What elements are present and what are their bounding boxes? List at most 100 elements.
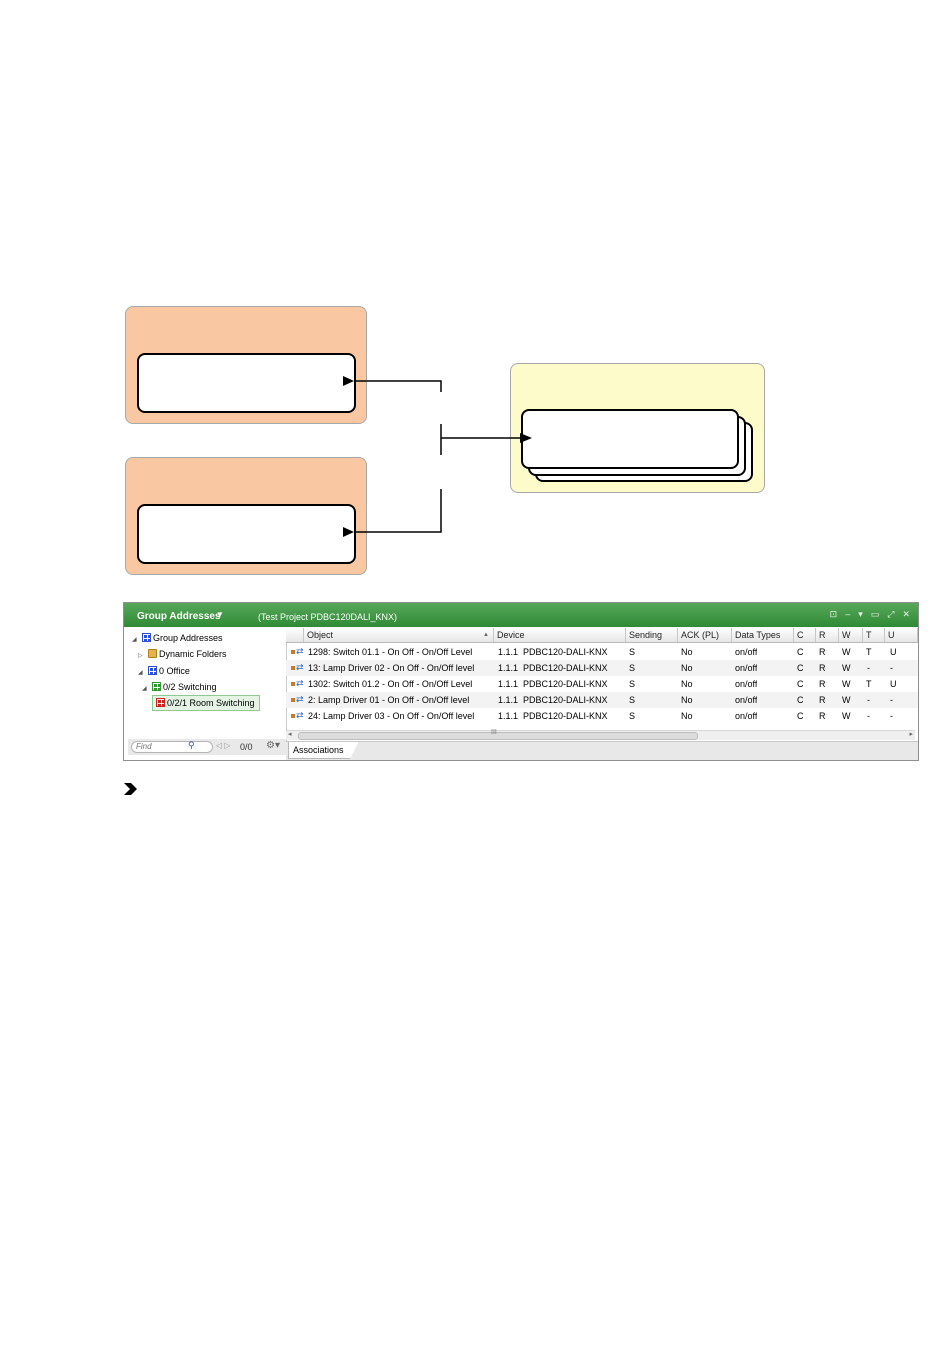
cell-t: - <box>867 663 870 673</box>
cell-data-type: on/off <box>735 679 758 689</box>
column-header-t[interactable]: T <box>863 628 885 643</box>
cell-t: - <box>867 695 870 705</box>
expander-icon[interactable]: ◢ <box>132 637 137 643</box>
cell-sending: S <box>629 663 636 673</box>
cell-device: PDBC120-DALI-KNX <box>523 679 608 689</box>
cell-u: - <box>890 711 893 721</box>
cell-t: - <box>867 711 870 721</box>
tree-item-switching[interactable]: ◢0/2 Switching <box>142 680 217 694</box>
tree-item-label: 0 Office <box>159 666 190 676</box>
cell-sending: S <box>629 679 636 689</box>
cell-u: U <box>890 679 897 689</box>
column-header-sending[interactable]: Sending <box>626 628 678 643</box>
restore-icon[interactable]: ▭ <box>870 609 880 619</box>
scroll-left-icon[interactable]: ◂ <box>288 731 292 738</box>
find-count: 0/0 <box>240 742 253 752</box>
window-title: Group Addresses <box>137 611 221 622</box>
cell-u: - <box>890 663 893 673</box>
cell-ack: No <box>681 663 693 673</box>
group-object-icon: ⇄ <box>291 678 304 689</box>
receiver-object <box>521 409 739 469</box>
tree-item-dynamic-folders[interactable]: ▷ Dynamic Folders <box>138 647 227 661</box>
cell-r: R <box>819 695 826 705</box>
cell-object: 24: Lamp Driver 03 - On Off - On/Off lev… <box>308 711 475 721</box>
cell-r: R <box>819 647 826 657</box>
title-dropdown-icon[interactable]: ▼ <box>216 610 224 619</box>
column-header-data-types[interactable]: Data Types <box>732 628 794 643</box>
column-header-r[interactable]: R <box>816 628 839 643</box>
scrollbar-thumb[interactable] <box>298 732 698 740</box>
cell-object: 1302: Switch 01.2 - On Off - On/Off Leve… <box>308 679 473 689</box>
group-object-icon: ⇄ <box>291 694 304 705</box>
cell-data-type: on/off <box>735 695 758 705</box>
cell-object: 1298: Switch 01.1 - On Off - On/Off Leve… <box>308 647 473 657</box>
arrow-head-bottom <box>343 527 354 537</box>
table-row[interactable] <box>286 660 918 676</box>
find-nav-arrows[interactable]: ◁ ▷ <box>216 741 231 750</box>
group-addresses-window: Group Addresses ▼ (Test Project PDBC120D… <box>123 602 919 761</box>
minus-icon[interactable]: – <box>845 609 851 619</box>
sender-object-bottom <box>137 504 356 564</box>
cell-device: PDBC120-DALI-KNX <box>523 711 608 721</box>
sort-ascending-icon: ▲ <box>483 632 489 638</box>
column-header-c[interactable]: C <box>794 628 816 643</box>
tree-item-room-switching[interactable]: 0/2/1 Room Switching <box>152 695 260 711</box>
scroll-right-icon[interactable]: ▸ <box>909 731 913 738</box>
column-header-device[interactable]: Device <box>494 628 626 643</box>
column-header-ack[interactable]: ACK (PL) <box>678 628 732 643</box>
sender-object-top <box>137 353 356 413</box>
tree-item-label: Dynamic Folders <box>159 649 227 659</box>
cell-r: R <box>819 663 826 673</box>
horizontal-scrollbar[interactable]: ◂ III ▸ <box>286 729 915 740</box>
cell-sending: S <box>629 695 636 705</box>
search-icon[interactable]: ⚲ <box>188 740 195 750</box>
scroll-grip: III <box>491 729 497 736</box>
cell-c: C <box>797 695 804 705</box>
dropdown-icon[interactable]: ▾ <box>858 609 863 619</box>
group-object-icon: ⇄ <box>291 710 304 721</box>
cell-w: W <box>842 695 851 705</box>
gear-icon[interactable]: ⚙▾ <box>266 740 280 751</box>
cell-device: PDBC120-DALI-KNX <box>523 647 608 657</box>
column-header-u[interactable]: U <box>885 628 918 643</box>
find-bar: ⚲ ◁ ▷ 0/0 ⚙▾ <box>128 739 286 755</box>
cell-address: 1.1.1 <box>498 663 519 673</box>
cell-c: C <box>797 663 804 673</box>
group-addresses-icon <box>142 633 151 642</box>
pin-icon[interactable]: ⊡ <box>829 609 838 619</box>
cell-data-type: on/off <box>735 663 758 673</box>
close-icon[interactable]: ✕ <box>902 609 910 619</box>
cell-w: W <box>842 663 851 673</box>
table-row[interactable] <box>286 692 918 708</box>
associations-grid: Object ▲ Device Sending ACK (PL) Data Ty… <box>286 628 918 740</box>
project-name: (Test Project PDBC120DALI_KNX) <box>258 612 398 622</box>
connection-lines <box>343 376 532 537</box>
column-header-icon <box>286 628 304 643</box>
arrow-head-receiver <box>520 433 532 443</box>
column-header-w[interactable]: W <box>839 628 863 643</box>
cell-data-type: on/off <box>735 647 758 657</box>
tab-associations[interactable]: Associations <box>288 742 359 759</box>
tree-item-group-addresses[interactable]: ◢Group Addresses <box>132 631 223 645</box>
cell-ack: No <box>681 711 693 721</box>
cell-ack: No <box>681 695 693 705</box>
group-object-icon: ⇄ <box>291 646 304 657</box>
cell-w: W <box>842 679 851 689</box>
tree-item-office[interactable]: ◢ 0 Office <box>138 664 190 678</box>
bottom-tabs: Associations <box>286 741 918 760</box>
expander-icon[interactable]: ▷ <box>138 653 143 659</box>
maximize-icon[interactable]: ⤢ <box>887 609 895 619</box>
cell-w: W <box>842 711 851 721</box>
middle-group-icon <box>152 682 161 691</box>
expander-icon[interactable]: ◢ <box>138 670 143 676</box>
group-address-icon <box>156 698 165 707</box>
cell-object: 2: Lamp Driver 01 - On Off - On/Off leve… <box>308 695 470 705</box>
column-header-object[interactable]: Object ▲ <box>304 628 494 643</box>
cell-address: 1.1.1 <box>498 711 519 721</box>
expander-icon[interactable]: ◢ <box>142 686 147 692</box>
window-titlebar: Group Addresses ▼ (Test Project PDBC120D… <box>124 603 918 627</box>
cell-address: 1.1.1 <box>498 647 519 657</box>
cell-c: C <box>797 679 804 689</box>
arrow-head-top <box>343 376 354 386</box>
find-input[interactable] <box>131 741 213 753</box>
